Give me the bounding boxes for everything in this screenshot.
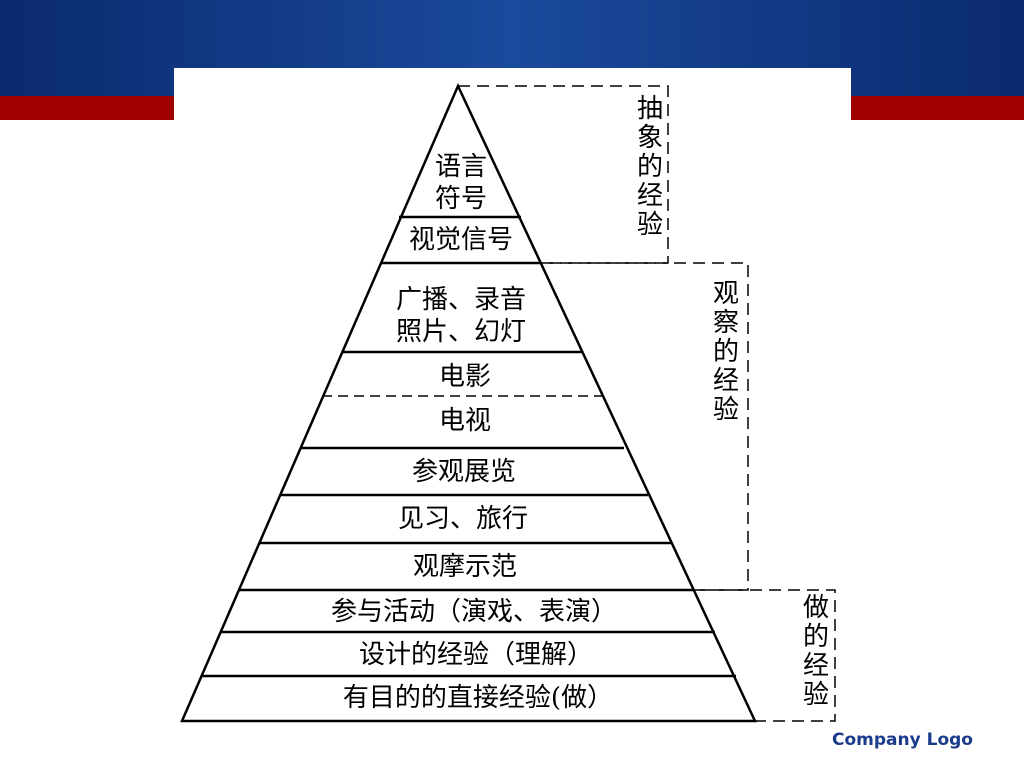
level-line: 符号 xyxy=(434,184,488,214)
level-label-trip: 见习、旅行 xyxy=(398,503,528,535)
level-line: 视觉信号 xyxy=(408,225,514,255)
level-label-tv: 电视 xyxy=(439,405,491,437)
red-accent-band-left xyxy=(0,96,174,120)
level-line: 语言 xyxy=(434,152,488,182)
level-line: 观摩示范 xyxy=(412,552,518,582)
picture-frame xyxy=(174,68,851,768)
red-accent-band-right xyxy=(851,96,1024,120)
bracket-doing xyxy=(693,589,836,722)
level-line: 见习、旅行 xyxy=(397,504,529,534)
level-line: 广播、录音 xyxy=(395,285,527,315)
level-line: 设计的经验（理解） xyxy=(358,640,594,670)
level-label-demo: 观摩示范 xyxy=(413,551,517,583)
level-label-film: 电影 xyxy=(439,361,491,393)
level-label-broadcast: 广播、录音 照片、幻灯 xyxy=(396,284,526,348)
company-logo: Company Logo xyxy=(832,730,973,750)
level-line: 参与活动（演戏、表演） xyxy=(330,597,618,627)
level-line: 照片、幻灯 xyxy=(395,317,527,347)
level-label-visual: 视觉信号 xyxy=(409,224,513,256)
pyramid-outline xyxy=(180,82,757,723)
group-label-observe: 观察的经验 xyxy=(712,279,739,425)
bracket-abstract xyxy=(458,85,669,264)
level-label-direct: 有目的的直接经验(做） xyxy=(343,682,613,714)
level-label-exhibit: 参观展览 xyxy=(412,456,516,488)
group-label-doing: 做的经验 xyxy=(802,593,829,710)
level-line: 有目的的直接经验(做） xyxy=(342,683,614,713)
group-label-abstract: 抽象的经验 xyxy=(636,94,663,240)
level-label-contrived: 设计的经验（理解） xyxy=(359,639,593,671)
level-label-drama: 参与活动（演戏、表演） xyxy=(331,596,617,628)
level-line: 电影 xyxy=(438,362,492,392)
level-label-symbols: 语言 符号 xyxy=(435,151,487,215)
level-line: 参观展览 xyxy=(411,457,517,487)
level-line: 电视 xyxy=(438,406,492,436)
